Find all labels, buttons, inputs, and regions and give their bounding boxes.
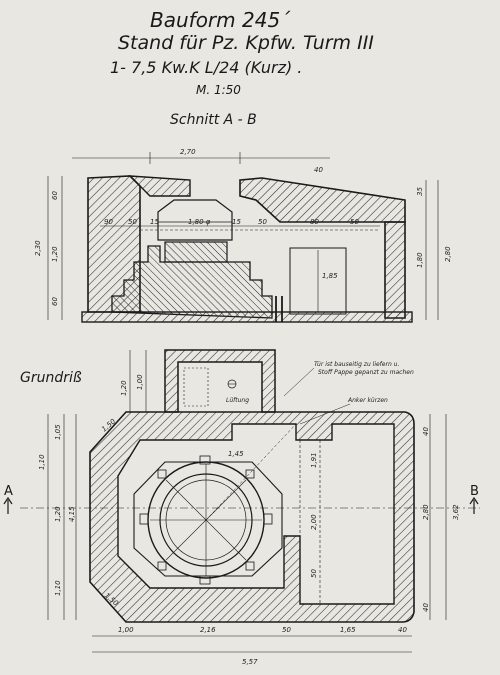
plan-dim-bottom-4: 1,65 (340, 626, 356, 634)
plan-ventilation-room (177, 361, 263, 413)
section-dim-left-3: 60 (51, 297, 59, 306)
plan-dim-bottom-3: 50 (282, 626, 291, 634)
section-dim-inner-5: 15 (232, 218, 241, 226)
section-dim-right-3: 2,80 (444, 246, 452, 262)
plan-entrance-walls (164, 349, 276, 413)
plan-note-door-2: Stoff Pappe gepanzt zu machen (318, 369, 414, 376)
plan-gun-platform (133, 461, 283, 577)
plan-dim-total: 5,57 (242, 658, 258, 666)
plan-view (20, 349, 480, 653)
section-dim-inner-8: 50 (350, 218, 359, 226)
section-roof-right (239, 177, 406, 223)
plan-dim-inner-5: 1,45 (228, 450, 244, 458)
section-dim-left-2: 1,20 (51, 246, 59, 262)
section-dim-inner-6: 50 (258, 218, 267, 226)
section-dim-inner-2: 50 (128, 218, 137, 226)
turret-ring (164, 241, 228, 263)
plan-dim-left-2: 1,05 (54, 424, 62, 440)
section-dim-top: 2,70 (180, 148, 196, 156)
plan-dim-right-2: 2,80 (422, 504, 430, 520)
plan-room-label: Lüftung (226, 397, 249, 404)
section-stepped-base (111, 245, 273, 319)
drawing-title: Bauform 245´ (150, 8, 291, 32)
plan-label: Grundriß (20, 370, 82, 386)
section-dim-right-2: 1,80 (416, 252, 424, 268)
plan-dim-left-3: 1,20 (54, 506, 62, 522)
section-label: Schnitt A - B (170, 112, 257, 128)
plan-dim-top-2: 1,20 (120, 380, 128, 396)
section-door-dim: 1,85 (322, 272, 338, 280)
plan-dim-left-1: 1,10 (38, 454, 46, 470)
plan-dim-left-4: 1,10 (54, 580, 62, 596)
section-dim-inner-3: 15 (150, 218, 159, 226)
plan-dim-inner-2: 2,00 (310, 514, 318, 530)
plan-note-door-1: Tür ist bauseitig zu liefern u. (314, 361, 399, 368)
section-floor (81, 311, 413, 323)
section-dim-inner-4: 1,80 φ (188, 218, 211, 226)
plan-dim-bottom-2: 2,16 (200, 626, 216, 634)
plan-dim-left-5: 4,15 (68, 506, 76, 522)
plan-dim-inner-3: 50 (310, 569, 318, 578)
section-marker-b (469, 496, 479, 514)
section-dim-left-1: 60 (51, 191, 59, 200)
section-roof-left (128, 175, 191, 197)
plan-dim-bottom-1: 1,00 (118, 626, 134, 634)
plan-dim-right-4: 40 (422, 603, 430, 612)
drawing-scale: M. 1:50 (196, 83, 241, 97)
section-wall-left (87, 175, 141, 313)
plan-dim-inner-1: 1,91 (310, 452, 318, 468)
plan-note-anker: Anker kürzen (347, 397, 388, 404)
plan-dim-right-3: 3,62 (452, 504, 460, 520)
section-dim-inner-7: 80 (310, 218, 319, 226)
section-view (47, 152, 439, 323)
turret-dome (157, 199, 233, 241)
section-dim-inner-1: 90 (104, 218, 113, 226)
plan-dim-top-1: 1,00 (136, 374, 144, 390)
section-marker-a (3, 496, 13, 514)
drawing-subtitle: Stand für Pz. Kpfw. Turm III (118, 32, 374, 54)
section-dim-left-outer: 2,30 (34, 240, 42, 256)
section-marker-a-label: A (4, 484, 13, 499)
section-dim-right-1: 35 (416, 187, 424, 196)
section-dim-top-right: 40 (314, 166, 323, 174)
plan-inner-chamber (117, 423, 395, 605)
section-marker-b-label: B (470, 484, 479, 499)
weapon-spec: 1- 7,5 Kw.K L/24 (Kurz) . (110, 58, 303, 77)
plan-dim-right-1: 40 (422, 427, 430, 436)
section-wall-right (384, 221, 406, 319)
plan-dim-bottom-5: 40 (398, 626, 407, 634)
